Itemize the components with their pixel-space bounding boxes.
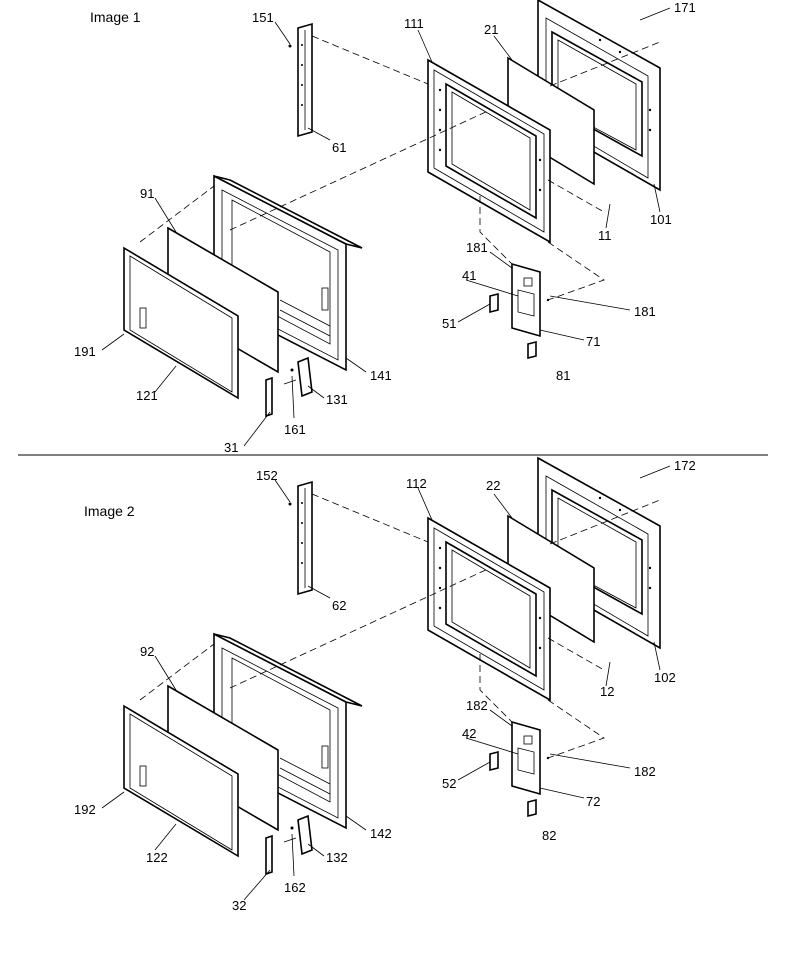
callout-71: 71 [586,334,600,349]
image-2-panel: Image 2 152 62 112 22 172 102 12 92 192 … [74,457,696,913]
callout-22: 22 [486,478,500,493]
callout-61: 61 [332,140,346,155]
callout-91: 91 [140,186,154,201]
callout-192: 192 [74,802,96,817]
callout-51: 51 [442,316,456,331]
callout-181-top: 181 [466,240,488,255]
image-1-title: Image 1 [90,9,141,25]
image-2-title: Image 2 [84,503,135,519]
callout-141: 141 [370,368,392,383]
callout-102: 102 [654,670,676,685]
callout-62: 62 [332,598,346,613]
callout-21: 21 [484,22,498,37]
callout-142: 142 [370,826,392,841]
callout-171: 171 [674,0,696,15]
callout-151: 151 [252,10,274,25]
callout-42: 42 [462,726,476,741]
callout-32: 32 [232,898,246,913]
callout-111: 111 [404,16,424,31]
callout-101: 101 [650,212,672,227]
callout-182-right: 182 [634,764,656,779]
callout-31: 31 [224,440,238,455]
callout-81: 81 [556,368,570,383]
callout-12: 12 [600,684,614,699]
callout-132: 132 [326,850,348,865]
callout-161: 161 [284,422,306,437]
callout-191: 191 [74,344,96,359]
image-1-panel: Image 1 151 61 111 21 171 101 11 91 191 … [74,0,696,455]
callout-121: 121 [136,388,158,403]
callout-82: 82 [542,828,556,843]
callout-162: 162 [284,880,306,895]
callout-112: 112 [406,476,427,491]
callout-52: 52 [442,776,456,791]
callout-182-top: 182 [466,698,488,713]
callout-72: 72 [586,794,600,809]
callout-92: 92 [140,644,154,659]
callout-172: 172 [674,458,696,473]
callout-41: 41 [462,268,476,283]
callout-11: 11 [598,228,612,243]
callout-122: 122 [146,850,168,865]
callout-131: 131 [326,392,348,407]
callout-181-right: 181 [634,304,656,319]
callout-152: 152 [256,468,278,483]
